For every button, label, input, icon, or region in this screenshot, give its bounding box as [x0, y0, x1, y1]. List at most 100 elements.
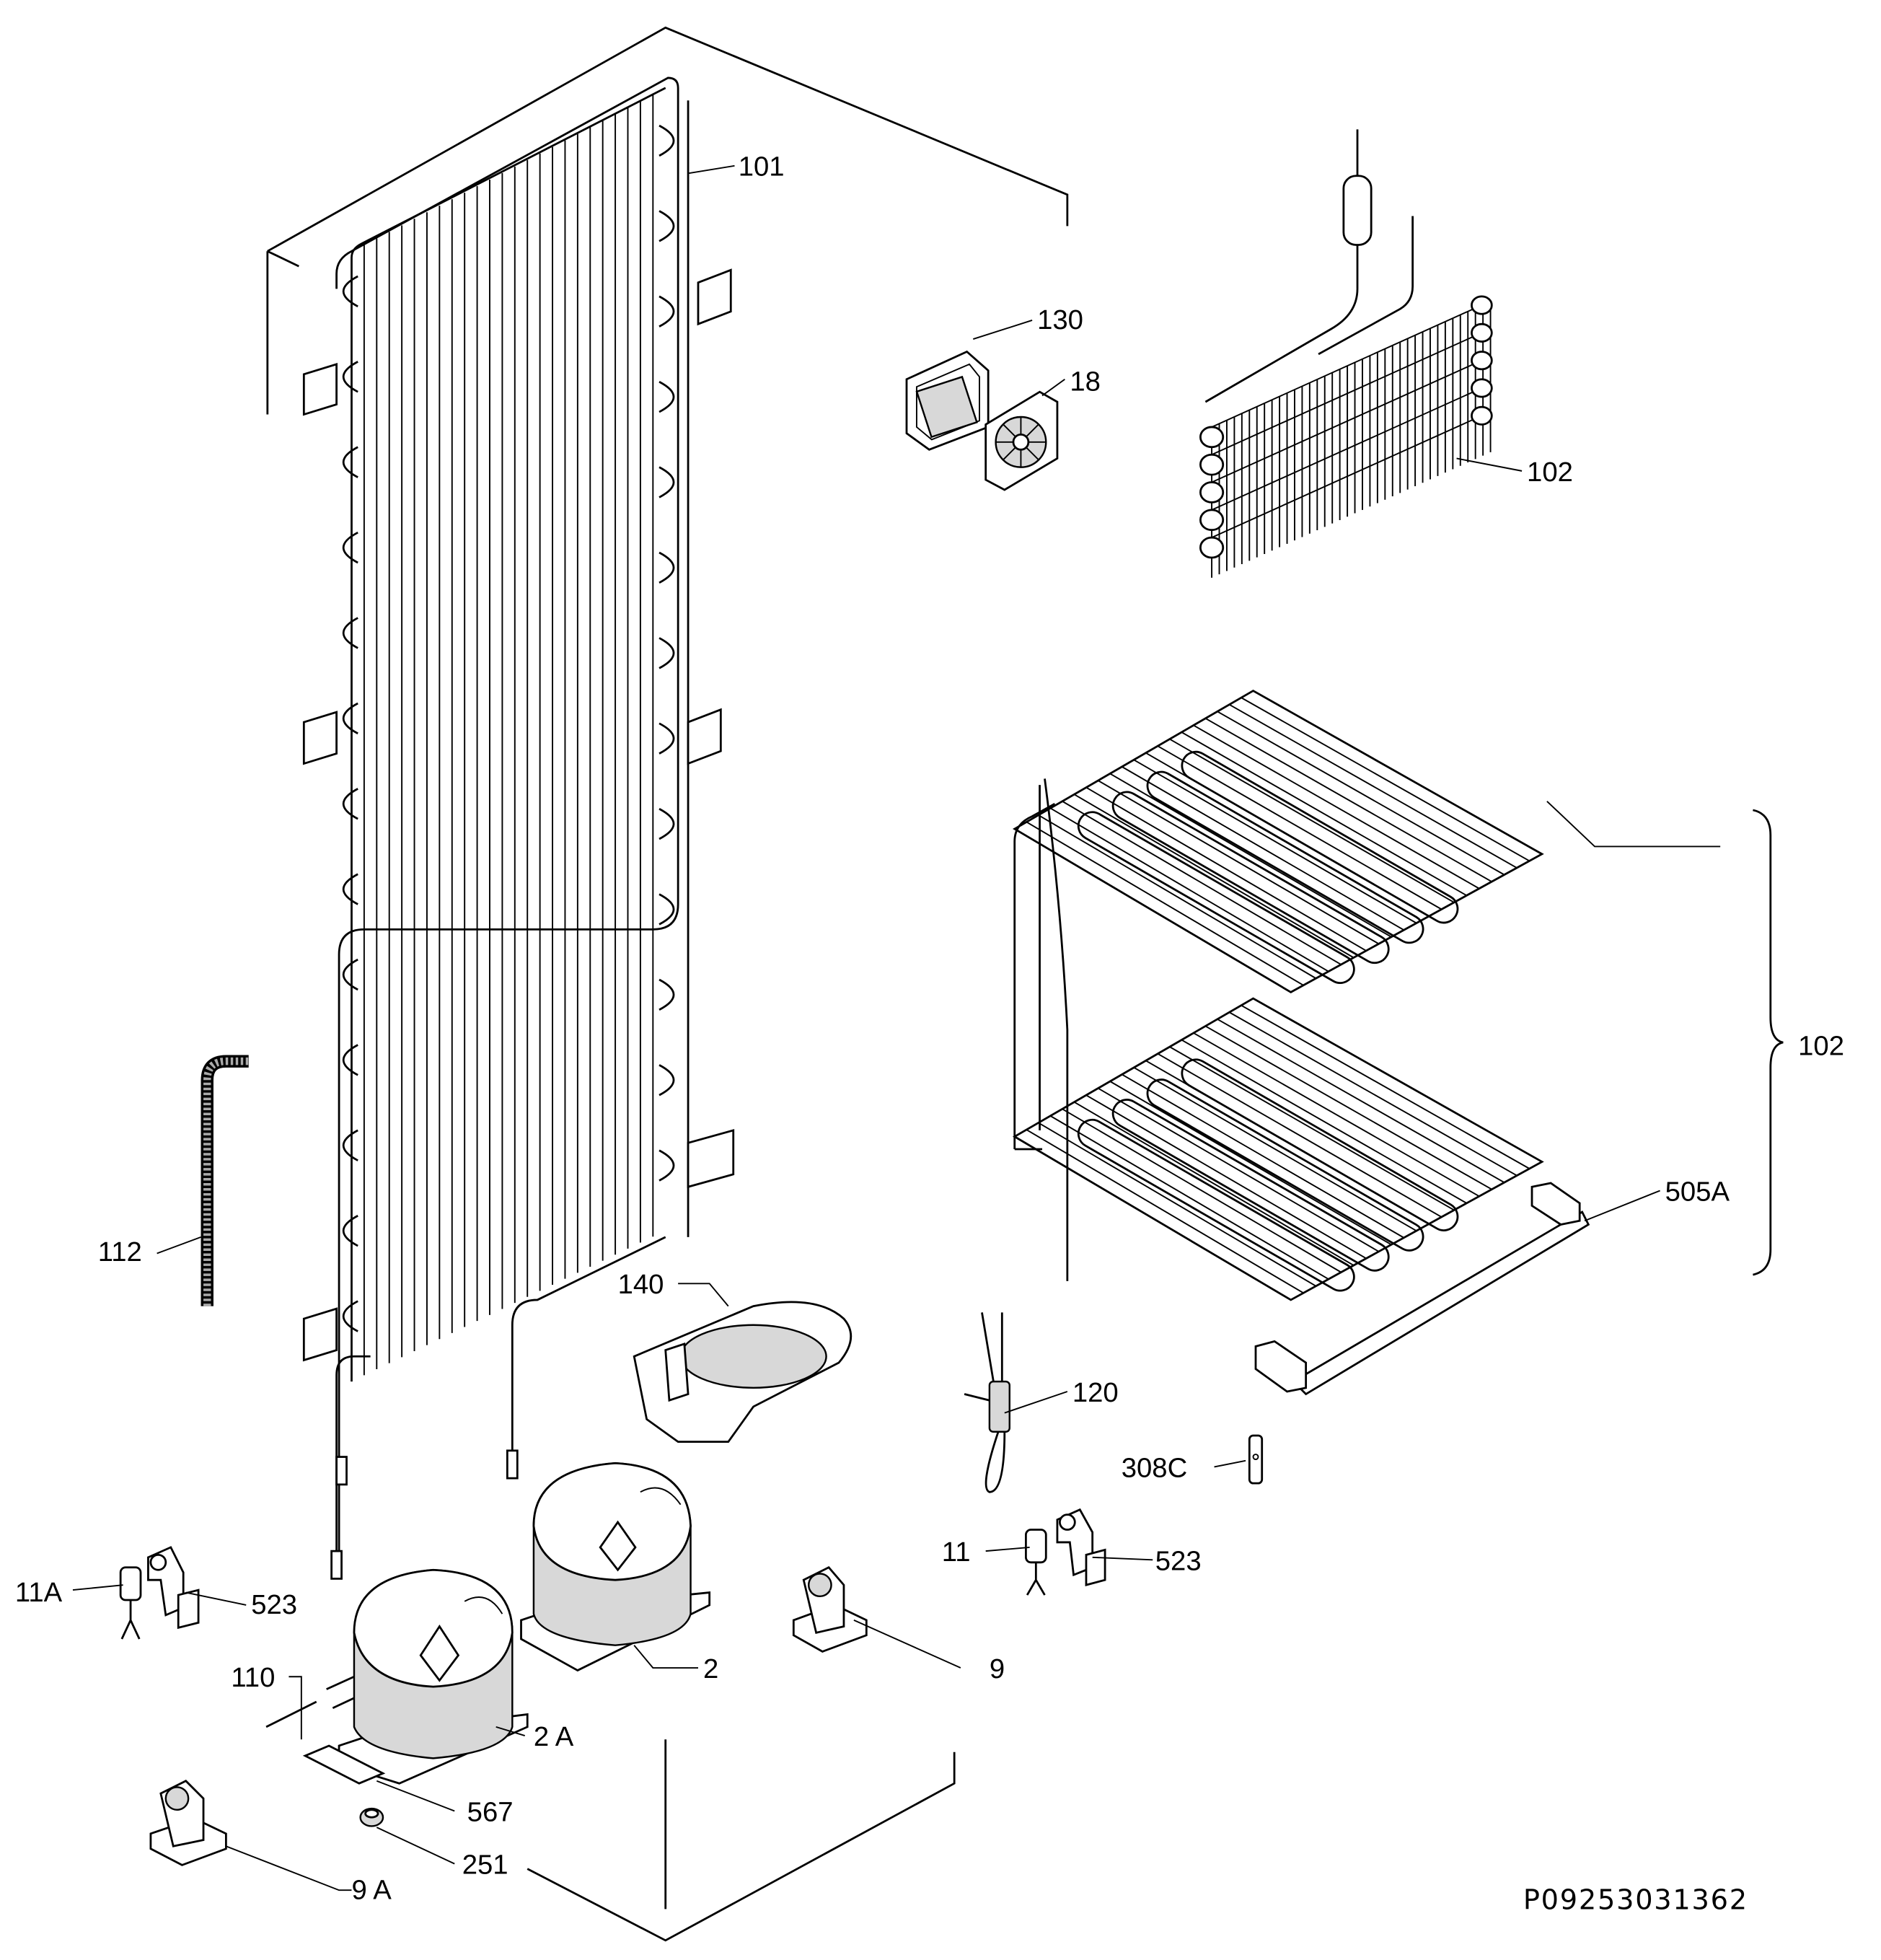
evaporator-coil-end	[1199, 536, 1225, 559]
label-523-right: 523	[1155, 1545, 1202, 1576]
shelf-wire	[1026, 1129, 1304, 1294]
evaporator-coils	[1199, 295, 1493, 559]
shelf-wire	[1133, 759, 1417, 924]
label-251: 251	[462, 1850, 508, 1881]
drawing-number: P09253031362	[1523, 1884, 1748, 1916]
relay-11-and-clamp-523-right	[1025, 1508, 1106, 1596]
label-2a: 2 A	[534, 1721, 574, 1752]
shelf-wire	[1228, 1011, 1517, 1177]
compressor-2a	[326, 1568, 529, 1785]
evaporator-102-finned	[1199, 129, 1493, 578]
condenser-bend-right	[658, 124, 675, 157]
evaporator-coil-end	[1199, 426, 1225, 449]
condenser-bend-left	[343, 446, 358, 478]
clip-308c	[1248, 1434, 1264, 1485]
evaporator-coil-end	[1471, 351, 1493, 371]
condenser-bend-left	[343, 873, 358, 905]
shelf-wire	[1085, 1094, 1367, 1260]
condenser-bend-right	[658, 210, 675, 242]
shelf-tube	[1181, 750, 1459, 924]
condenser-bend-right	[658, 1064, 675, 1097]
drip-tray-140	[633, 1301, 853, 1443]
shelf-wire	[1217, 711, 1505, 876]
condenser-bends	[343, 124, 675, 1332]
condenser-bend-right	[658, 381, 675, 413]
shelf-wire	[1109, 1081, 1392, 1246]
label-567: 567	[467, 1796, 514, 1827]
evaporator-coil-tube	[1211, 332, 1482, 456]
condenser-bend-left	[343, 617, 358, 649]
shelf-wire	[1169, 738, 1455, 903]
shelf-tube	[1111, 1099, 1390, 1272]
shelf-wire	[1122, 766, 1404, 931]
label-112: 112	[98, 1236, 142, 1267]
shelf-wire	[1204, 718, 1492, 883]
shelf-wire	[1026, 821, 1304, 986]
label-9: 9	[990, 1653, 1005, 1684]
shelf-tube	[1146, 1078, 1424, 1252]
evaporator-coil-end	[1471, 378, 1493, 398]
shelf-wire	[1085, 786, 1367, 952]
shelf-wire	[1204, 1025, 1492, 1190]
shelf-wire	[1109, 773, 1392, 938]
label-102-finned: 102	[1527, 457, 1573, 488]
part-labels: 101 130 18 102 102 505A 112 140 120 308C…	[15, 151, 1844, 1917]
shelf-wire	[1073, 794, 1354, 959]
shelf-wire	[1193, 1032, 1480, 1197]
plate-567	[302, 1744, 386, 1785]
condenser-bend-left	[343, 275, 358, 308]
shelf-wire	[1181, 1039, 1467, 1204]
fan-cover-130	[905, 350, 990, 451]
shelf-wire	[1228, 703, 1517, 869]
evaporator-coil-end	[1471, 322, 1493, 343]
evaporator-coil-tube	[1211, 415, 1482, 539]
evaporator-coil-end	[1471, 405, 1493, 426]
label-11a: 11A	[15, 1577, 63, 1608]
condenser-bend-right	[658, 722, 675, 755]
shelf-frame	[1012, 997, 1544, 1301]
condenser-bend-left	[343, 1129, 358, 1161]
shelf-tube	[1077, 1118, 1355, 1292]
label-9a: 9 A	[351, 1874, 392, 1905]
foot-9a	[149, 1780, 227, 1866]
shelf-upper	[1012, 689, 1544, 993]
label-505a: 505A	[1665, 1176, 1730, 1207]
condenser-rungs	[363, 95, 654, 1376]
evaporator-shelves-102	[1012, 689, 1544, 1301]
label-102-shelves: 102	[1798, 1030, 1844, 1061]
shelf-wire	[1098, 780, 1380, 945]
shelf-wire	[1181, 731, 1467, 897]
leader-lines	[72, 164, 1721, 1891]
shelf-frame	[1012, 689, 1544, 993]
shelf-wire	[1062, 1108, 1342, 1273]
drain-tube-112	[201, 1055, 249, 1306]
shelf-wire	[1049, 807, 1329, 972]
shelf-wire	[1133, 1067, 1417, 1232]
condenser-101	[302, 76, 735, 1580]
condenser-bend-right	[658, 637, 675, 669]
compressor-2	[520, 1462, 711, 1672]
shelf-wire	[1073, 1101, 1354, 1266]
relay-11a-and-clamp-523-left	[119, 1546, 200, 1640]
shelf-lower	[1012, 997, 1544, 1301]
condenser-bend-left	[343, 1300, 358, 1332]
grommet-251	[359, 1807, 384, 1827]
shelf-wire	[1122, 1073, 1404, 1239]
shelf-wire	[1038, 814, 1317, 980]
shelf-wire	[1157, 1052, 1442, 1218]
foot-9	[792, 1566, 868, 1653]
shelf-wire	[1062, 800, 1342, 965]
condenser-bend-left	[343, 361, 358, 393]
condenser-bend-left	[343, 1044, 358, 1076]
condenser-bend-right	[658, 978, 675, 1011]
shelf-wire	[1241, 697, 1530, 862]
pin-110	[265, 1700, 317, 1728]
label-140: 140	[618, 1269, 664, 1300]
label-523-left: 523	[251, 1589, 297, 1620]
condenser-bend-left	[343, 788, 358, 820]
condenser-bend-right	[658, 551, 675, 584]
condenser-bend-left	[343, 702, 358, 734]
condenser-bend-left	[343, 958, 358, 991]
shelf-wire	[1169, 1046, 1455, 1211]
